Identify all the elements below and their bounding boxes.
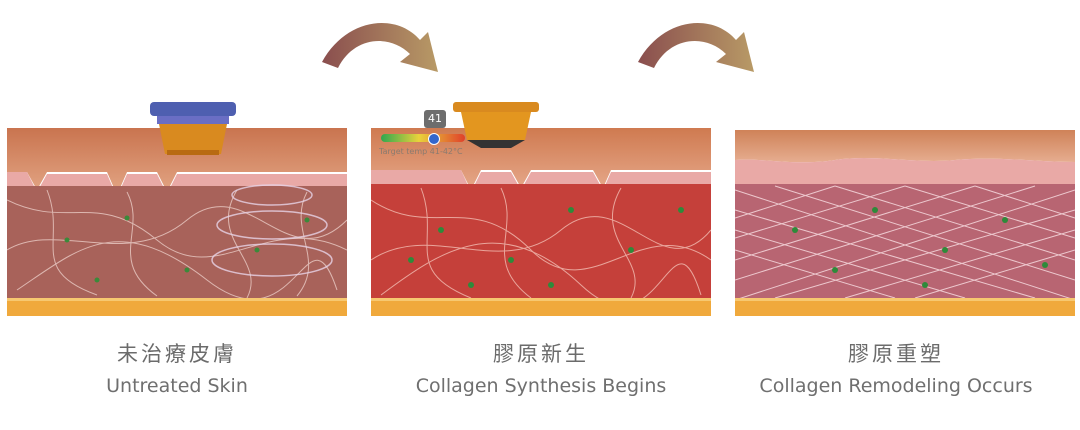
progress-arrow-1	[322, 22, 438, 72]
stage-label-zh: 膠原新生	[493, 342, 589, 366]
temperature-meter-label: Target temp 41-42°C	[379, 147, 463, 156]
skin-panel-untreated	[7, 100, 347, 318]
temperature-meter	[381, 134, 465, 142]
stage-label-en: Collagen Synthesis Begins	[415, 375, 667, 397]
stage-label-en: Collagen Remodeling Occurs	[759, 375, 1033, 397]
stage-label-en: Untreated Skin	[106, 375, 248, 397]
temperature-meter-indicator	[428, 133, 441, 145]
stage-caption-2: 膠原新生 Collagen Synthesis Begins	[361, 340, 721, 400]
stage-label-zh: 膠原重塑	[848, 342, 944, 366]
stage-label-zh: 未治療皮膚	[117, 342, 237, 366]
device-probe	[453, 102, 539, 148]
temperature-readout: 41	[424, 110, 446, 128]
progress-arrow-2	[638, 22, 754, 72]
skin-panel-remodeled	[735, 100, 1075, 318]
stage-caption-1: 未治療皮膚 Untreated Skin	[0, 340, 357, 400]
device-probe	[150, 102, 236, 155]
stage-caption-3: 膠原重塑 Collagen Remodeling Occurs	[716, 340, 1076, 400]
dermis-layer	[371, 184, 711, 298]
skin-panel-synthesis: 41 Target temp 41-42°C	[371, 100, 711, 318]
dermis-layer	[735, 184, 1075, 298]
